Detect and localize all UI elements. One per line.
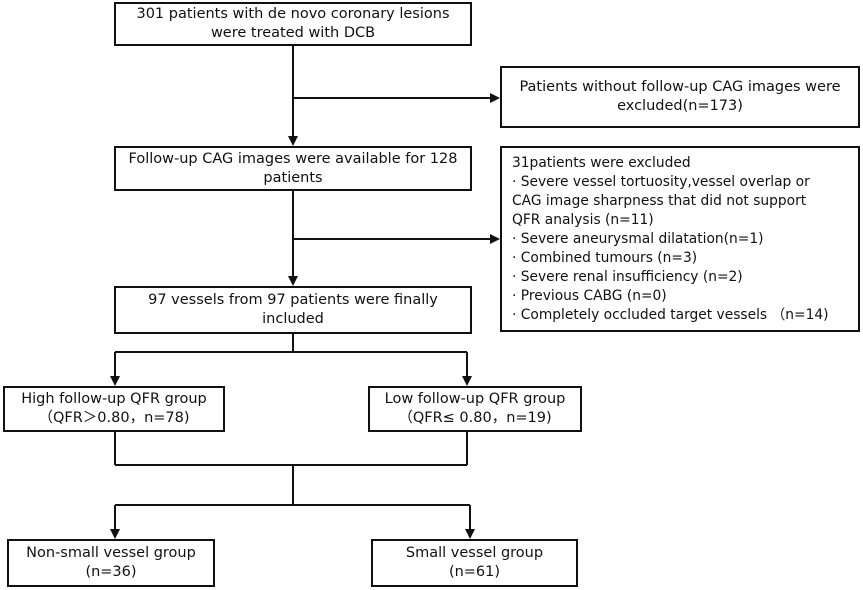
box-small-vessel: Small vessel group (n=61) xyxy=(371,539,578,587)
box-start: 301 patients with de novo coronary lesio… xyxy=(114,2,472,46)
box-excluded-31: 31patients were excluded · Severe vessel… xyxy=(500,146,860,332)
box-excluded-no-followup: Patients without follow-up CAG images we… xyxy=(500,66,860,128)
box-followup-available: Follow-up CAG images were available for … xyxy=(114,146,472,191)
box-high-qfr-group: High follow-up QFR group （QFR＞0.80，n=78) xyxy=(3,386,225,432)
box-low-qfr-group: Low follow-up QFR group （QFR≤ 0.80，n=19) xyxy=(368,386,582,432)
box-non-small-vessel: Non-small vessel group (n=36) xyxy=(7,539,215,587)
box-finally-included: 97 vessels from 97 patients were finally… xyxy=(114,286,472,334)
